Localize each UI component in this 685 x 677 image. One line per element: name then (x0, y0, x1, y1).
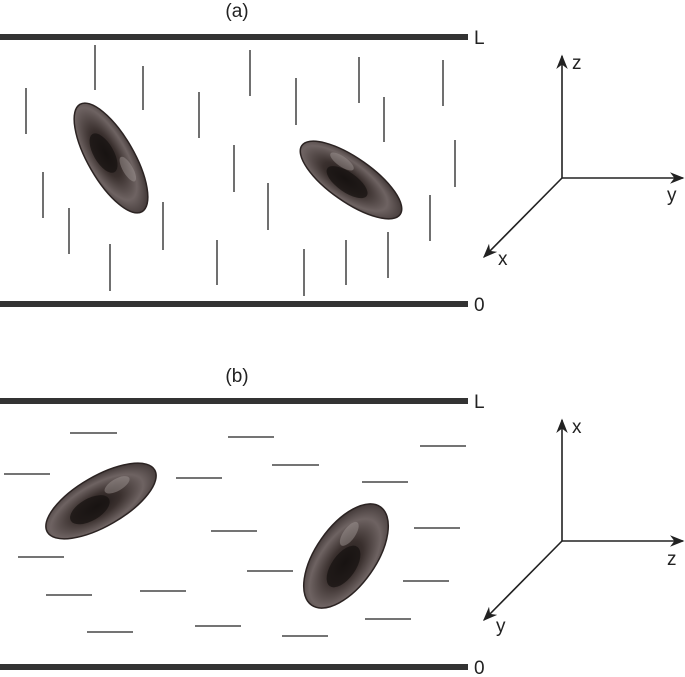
panel-a-axes: z y x (482, 53, 685, 270)
axis-right-label: z (667, 549, 677, 570)
panel-b-bottom-plate-label: 0 (474, 658, 485, 677)
axis-right-label: y (667, 185, 677, 206)
panel-b-director-field (4, 432, 466, 637)
panel-b-axes: x z y (482, 417, 685, 637)
panel-a: (a) L 0 (0, 1, 685, 316)
panel-b: (b) L 0 (0, 366, 685, 677)
axis-up-label: x (572, 417, 582, 438)
panel-b-particle-left (45, 462, 157, 540)
panel-a-top-plate-label: L (474, 28, 485, 49)
axis-diag-label: x (498, 249, 508, 270)
panel-a-particle-right (299, 140, 403, 220)
axis-diag (482, 177, 563, 259)
axis-diag (482, 540, 563, 622)
panel-a-bottom-plate-label: 0 (474, 295, 485, 316)
axis-diag-label: y (496, 616, 506, 637)
panel-b-top-plate-label: L (474, 392, 485, 413)
axis-up-label: z (572, 53, 582, 74)
panel-a-director-field (25, 45, 456, 296)
panel-a-particle-left (73, 102, 149, 214)
panel-b-label: (b) (225, 366, 248, 387)
panel-a-label: (a) (225, 1, 248, 22)
panel-b-particle-right (302, 503, 390, 609)
